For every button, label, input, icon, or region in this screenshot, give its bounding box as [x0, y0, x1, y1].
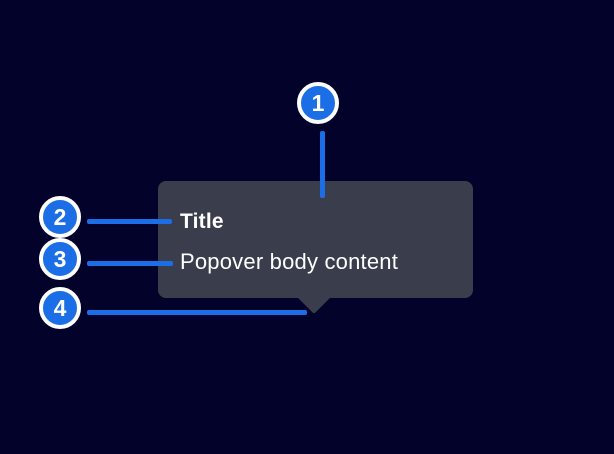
callout-number: 2 — [53, 203, 67, 230]
callout-badge-3: 3 — [39, 238, 81, 280]
callout-line-2 — [87, 219, 172, 224]
callout-badge-1: 1 — [297, 82, 339, 124]
callout-line-4 — [87, 310, 307, 315]
callout-number: 1 — [311, 89, 325, 116]
popover-arrow — [297, 280, 331, 314]
callout-number: 3 — [53, 245, 67, 272]
popover-title: Title — [180, 210, 224, 233]
callout-badge-2: 2 — [39, 196, 81, 238]
popover: Title Popover body content — [158, 181, 473, 314]
callout-line-1 — [320, 131, 325, 198]
callout-number: 4 — [53, 294, 67, 321]
callout-badge-4: 4 — [39, 287, 81, 329]
popover-body: Popover body content — [180, 249, 399, 274]
callout-line-3 — [87, 261, 173, 266]
